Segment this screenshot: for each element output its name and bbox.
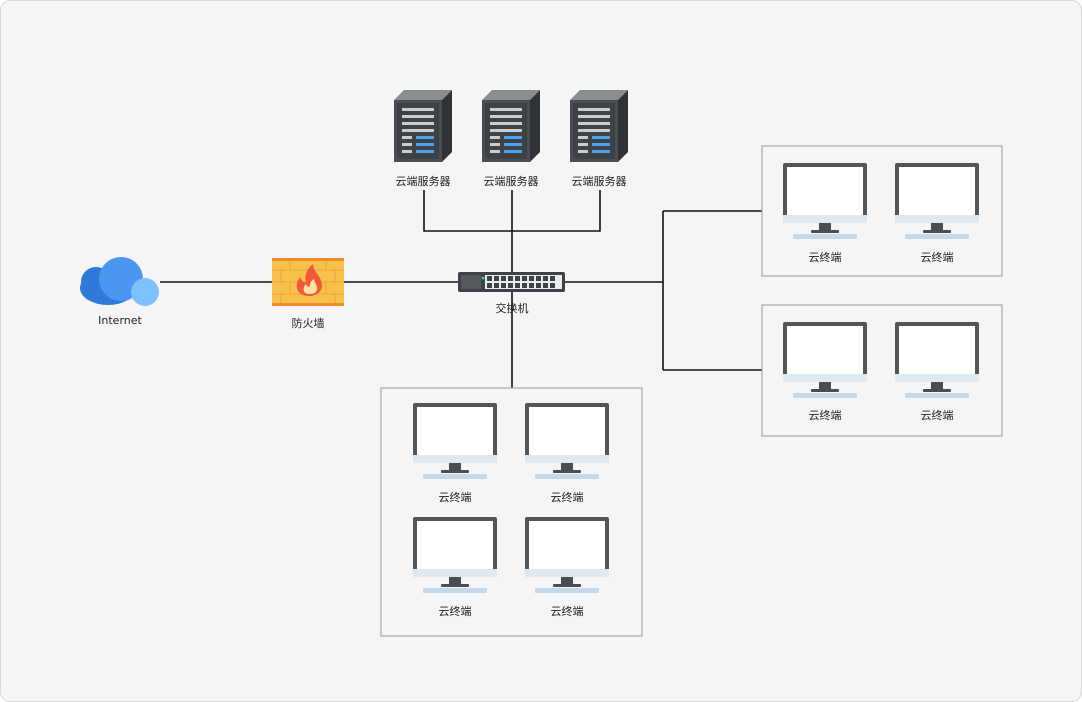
terminal-label: 云终端 <box>550 491 584 504</box>
switch-icon <box>458 272 565 292</box>
terminal-label: 云终端 <box>920 251 954 264</box>
terminal-label: 云终端 <box>920 409 954 422</box>
monitor-icon <box>895 163 979 239</box>
terminal-group-bottom <box>380 387 643 637</box>
monitor-icon <box>895 322 979 398</box>
server-label: 云端服务器 <box>395 175 451 188</box>
connection-lines <box>160 190 762 388</box>
firewall-label: 防火墙 <box>291 317 325 330</box>
link-server-bus <box>423 190 601 232</box>
monitor-icon <box>783 163 867 239</box>
server-icon <box>394 90 452 162</box>
firewall-icon <box>272 258 344 306</box>
monitor-icon <box>525 403 609 479</box>
monitor-icon <box>413 517 497 593</box>
monitor-icon <box>413 403 497 479</box>
monitor-icon <box>525 517 609 593</box>
terminal-label: 云终端 <box>438 491 472 504</box>
server-label: 云端服务器 <box>571 175 627 188</box>
terminal-label: 云终端 <box>550 605 584 618</box>
terminal-label: 云终端 <box>808 409 842 422</box>
monitor-icon <box>783 322 867 398</box>
cloud-icon <box>80 257 159 306</box>
internet-label: Internet <box>98 314 142 327</box>
server-label: 云端服务器 <box>483 175 539 188</box>
terminal-group-right-top <box>761 145 1003 277</box>
switch-label: 交换机 <box>495 302 529 315</box>
terminal-label: 云终端 <box>808 251 842 264</box>
server-icon <box>482 90 540 162</box>
terminal-label: 云终端 <box>438 605 472 618</box>
server-icon <box>570 90 628 162</box>
terminal-group-right-bottom <box>761 304 1003 437</box>
